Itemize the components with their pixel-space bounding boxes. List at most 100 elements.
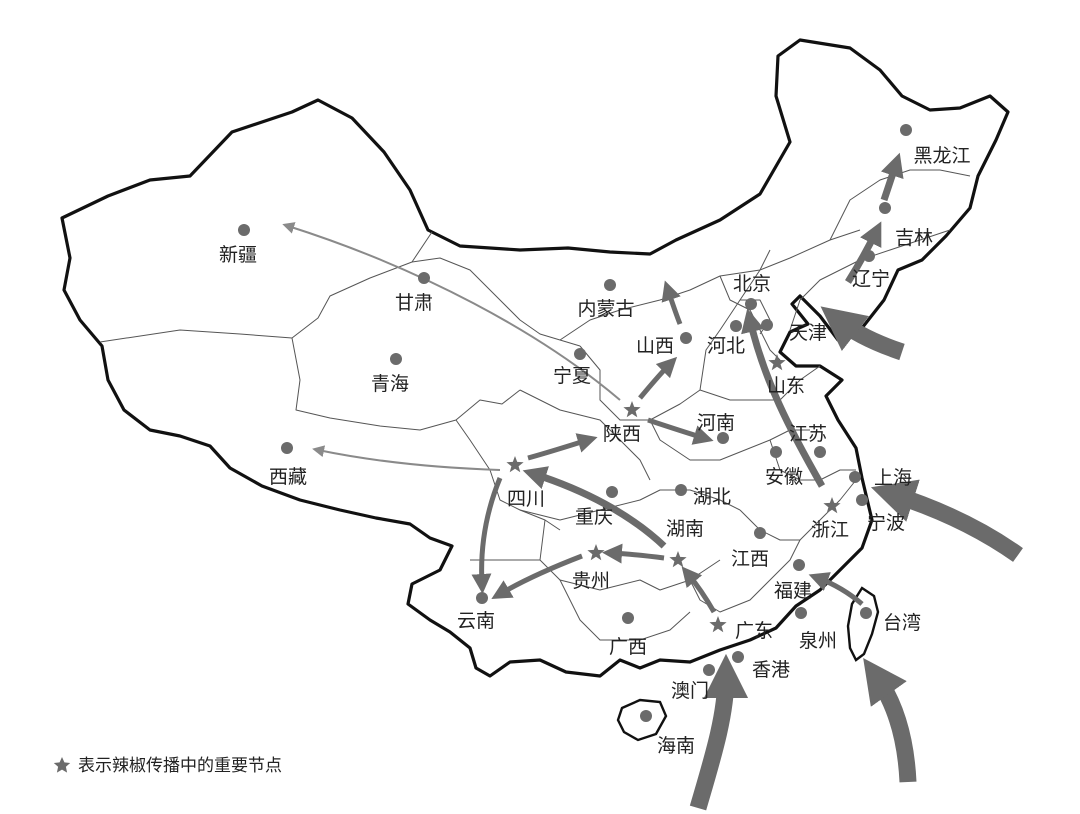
location-dot-jiangxi xyxy=(754,527,766,539)
place-label-sichuan: 四川 xyxy=(507,488,545,510)
place-label-ningxia: 宁夏 xyxy=(553,365,591,387)
node-star-icon-shandong xyxy=(768,354,786,371)
location-dot-hubei xyxy=(675,484,687,496)
node-star-icon-shaanxi xyxy=(623,401,641,418)
route-guizhou-yunnan xyxy=(491,553,583,600)
place-label-tianjin: 天津 xyxy=(789,322,827,344)
location-dot-yunnan xyxy=(476,592,488,604)
place-label-guizhou: 贵州 xyxy=(572,570,610,592)
node-star-icon-zhejiang xyxy=(823,497,841,514)
location-dot-aomen xyxy=(703,664,715,676)
route-jilin-heilongjiang xyxy=(880,152,904,202)
route-sea-zhejiang xyxy=(870,479,1023,562)
node-star-icon-guangdong xyxy=(709,616,727,633)
route-zhejiang-beijing xyxy=(741,308,826,488)
place-label-shaanxi: 陕西 xyxy=(603,423,641,445)
node-star-icon-guizhou xyxy=(587,544,605,561)
taiwan-island xyxy=(846,586,880,662)
route-sichuan-yunnan xyxy=(471,477,503,594)
location-dot-anhui xyxy=(770,446,782,458)
place-label-yunnan: 云南 xyxy=(457,610,495,632)
star-icon xyxy=(53,757,71,773)
route-sea-liaoning xyxy=(820,306,905,361)
place-label-jiangsu: 江苏 xyxy=(789,423,827,445)
place-label-gansu: 甘肃 xyxy=(395,292,433,314)
route-hunan-sichuan xyxy=(522,466,667,549)
location-dot-hainan xyxy=(640,710,652,722)
route-sichuan-xizang xyxy=(312,445,501,471)
place-label-beijing: 北京 xyxy=(733,273,771,295)
china-outline xyxy=(60,38,1010,678)
place-label-hebei: 河北 xyxy=(707,335,745,357)
marker-layer xyxy=(238,124,912,722)
location-dot-heilongjiang xyxy=(900,124,912,136)
legend-text: 表示辣椒传播中的重要节点 xyxy=(78,756,282,776)
place-label-quanzhou: 泉州 xyxy=(799,630,837,652)
route-hunan-guizhou xyxy=(602,543,665,564)
location-dot-tianjin xyxy=(761,319,773,331)
place-label-liaoning: 辽宁 xyxy=(852,268,890,290)
node-star-icon-sichuan xyxy=(506,456,524,473)
location-dot-gansu xyxy=(418,272,430,284)
place-label-xizang: 西藏 xyxy=(269,466,307,488)
location-dot-shanghai xyxy=(849,471,861,483)
route-liaoning-jilin xyxy=(845,221,882,284)
location-dot-fujian xyxy=(793,559,805,571)
route-sea-guangdong xyxy=(689,653,749,811)
route-layer xyxy=(282,152,1023,811)
place-label-ningbo: 宁波 xyxy=(867,512,905,534)
location-dot-quanzhou xyxy=(795,607,807,619)
place-label-henan: 河南 xyxy=(697,412,735,434)
location-dot-xianggang xyxy=(732,651,744,663)
location-dot-shanxi xyxy=(680,332,692,344)
place-label-chongqing: 重庆 xyxy=(575,506,613,528)
location-dot-chongqing xyxy=(606,486,618,498)
place-label-shandong: 山东 xyxy=(767,375,805,397)
place-label-taiwan: 台湾 xyxy=(883,612,921,634)
location-dot-neimenggu xyxy=(604,279,616,291)
place-label-shanghai: 上海 xyxy=(874,467,912,489)
location-dot-guangxi xyxy=(622,612,634,624)
route-shaanxi-xinjiang xyxy=(282,222,621,401)
place-label-qinghai: 青海 xyxy=(371,373,409,395)
location-dot-taiwan xyxy=(860,607,872,619)
place-label-guangxi: 广西 xyxy=(609,636,647,658)
location-dot-xizang xyxy=(281,442,293,454)
place-label-xinjiang: 新疆 xyxy=(219,244,257,266)
place-label-guangdong: 广东 xyxy=(735,620,773,642)
place-label-shanxi: 山西 xyxy=(636,335,674,357)
location-dot-xinjiang xyxy=(238,224,250,236)
location-dot-beijing xyxy=(745,298,757,310)
location-dot-liaoning xyxy=(863,250,875,262)
place-label-fujian: 福建 xyxy=(774,580,812,602)
route-taiwan-fujian xyxy=(808,572,864,606)
location-dot-hebei xyxy=(730,320,742,332)
legend: 表示辣椒传播中的重要节点 xyxy=(53,756,282,776)
location-dot-qinghai xyxy=(390,353,402,365)
route-shaanxi-shanxi xyxy=(638,356,678,400)
place-label-jiangxi: 江西 xyxy=(731,548,769,570)
place-label-zhejiang: 浙江 xyxy=(811,519,849,541)
location-dot-jiangsu xyxy=(814,446,826,458)
place-label-neimenggu: 内蒙古 xyxy=(577,298,634,320)
location-dot-ningxia xyxy=(574,348,586,360)
route-shanxi-neimenggu xyxy=(661,280,683,325)
route-guangdong-hunan xyxy=(681,566,717,614)
location-dot-ningbo xyxy=(856,494,868,506)
route-shaanxi-henan xyxy=(647,417,714,445)
place-label-heilongjiang: 黑龙江 xyxy=(913,145,970,167)
place-label-aomen: 澳门 xyxy=(671,680,709,702)
place-label-xianggang: 香港 xyxy=(752,659,790,681)
place-label-hubei: 湖北 xyxy=(693,486,731,508)
location-dot-henan xyxy=(717,432,729,444)
place-label-hainan: 海南 xyxy=(657,735,695,757)
place-label-hunan: 湖南 xyxy=(666,518,704,540)
route-sea-taiwan xyxy=(863,658,917,783)
place-label-jilin: 吉林 xyxy=(895,227,933,249)
route-sichuan-shaanxi xyxy=(527,433,598,461)
node-star-icon-hunan xyxy=(669,551,687,568)
place-label-anhui: 安徽 xyxy=(765,466,803,488)
